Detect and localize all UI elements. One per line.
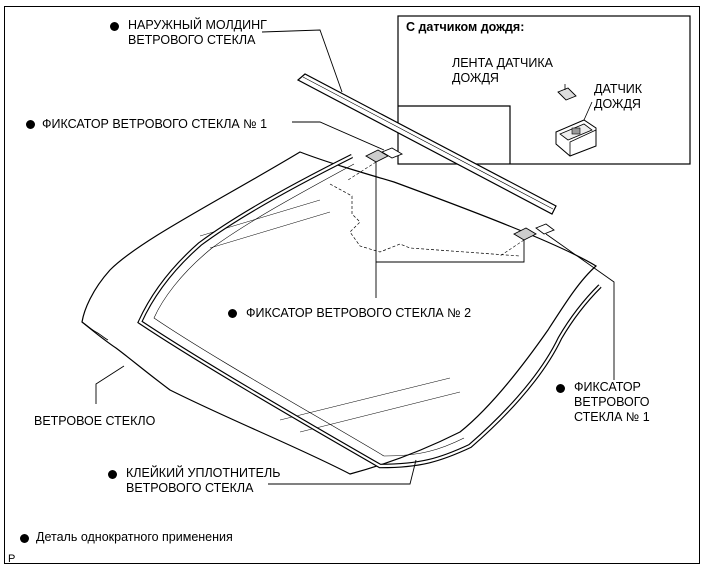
- rain-sensor-inset-box: [397, 15, 691, 165]
- windshield-glass-label: ВЕТРОВОЕ СТЕКЛО: [34, 414, 156, 428]
- non-reusable-bullet-adhesive: [108, 470, 117, 479]
- adhesive-dam: [137, 153, 602, 469]
- retainer1-left-leader: [292, 121, 385, 151]
- outer-molding-leader: [261, 29, 343, 93]
- corner-mark: P: [8, 553, 16, 565]
- outer-molding-strip: [296, 73, 557, 215]
- rain-sensor-icon: [555, 119, 597, 157]
- retainer-no2-top: [365, 149, 389, 163]
- windshield-glass: [81, 151, 598, 475]
- retainer2-leader-b: [376, 240, 525, 263]
- diagram-frame: [4, 6, 700, 564]
- retainer-no2-label: ФИКСАТОР ВЕТРОВОГО СТЕКЛА № 2: [246, 306, 472, 320]
- adhesive-dam-leader: [268, 459, 417, 485]
- windshield-glass-leader: [95, 365, 125, 404]
- non-reusable-bullet-retainer1-right: [556, 384, 565, 393]
- legend-bullet: [20, 534, 29, 543]
- retainer-no1-right: [535, 223, 555, 235]
- non-reusable-bullet-retainer1: [26, 120, 35, 129]
- inset-title: С датчиком дождя:: [406, 20, 525, 34]
- non-reusable-bullet-retainer2: [228, 309, 237, 318]
- non-reusable-bullet-molding: [110, 22, 119, 31]
- inset-step: [398, 105, 511, 164]
- retainer-no1-left-label: ФИКСАТОР ВЕТРОВОГО СТЕКЛА № 1: [42, 117, 268, 131]
- retainer1-right-leader: [545, 233, 615, 380]
- legend-non-reusable: Деталь однократного применения: [36, 530, 233, 544]
- retainer-no2-right: [513, 227, 537, 241]
